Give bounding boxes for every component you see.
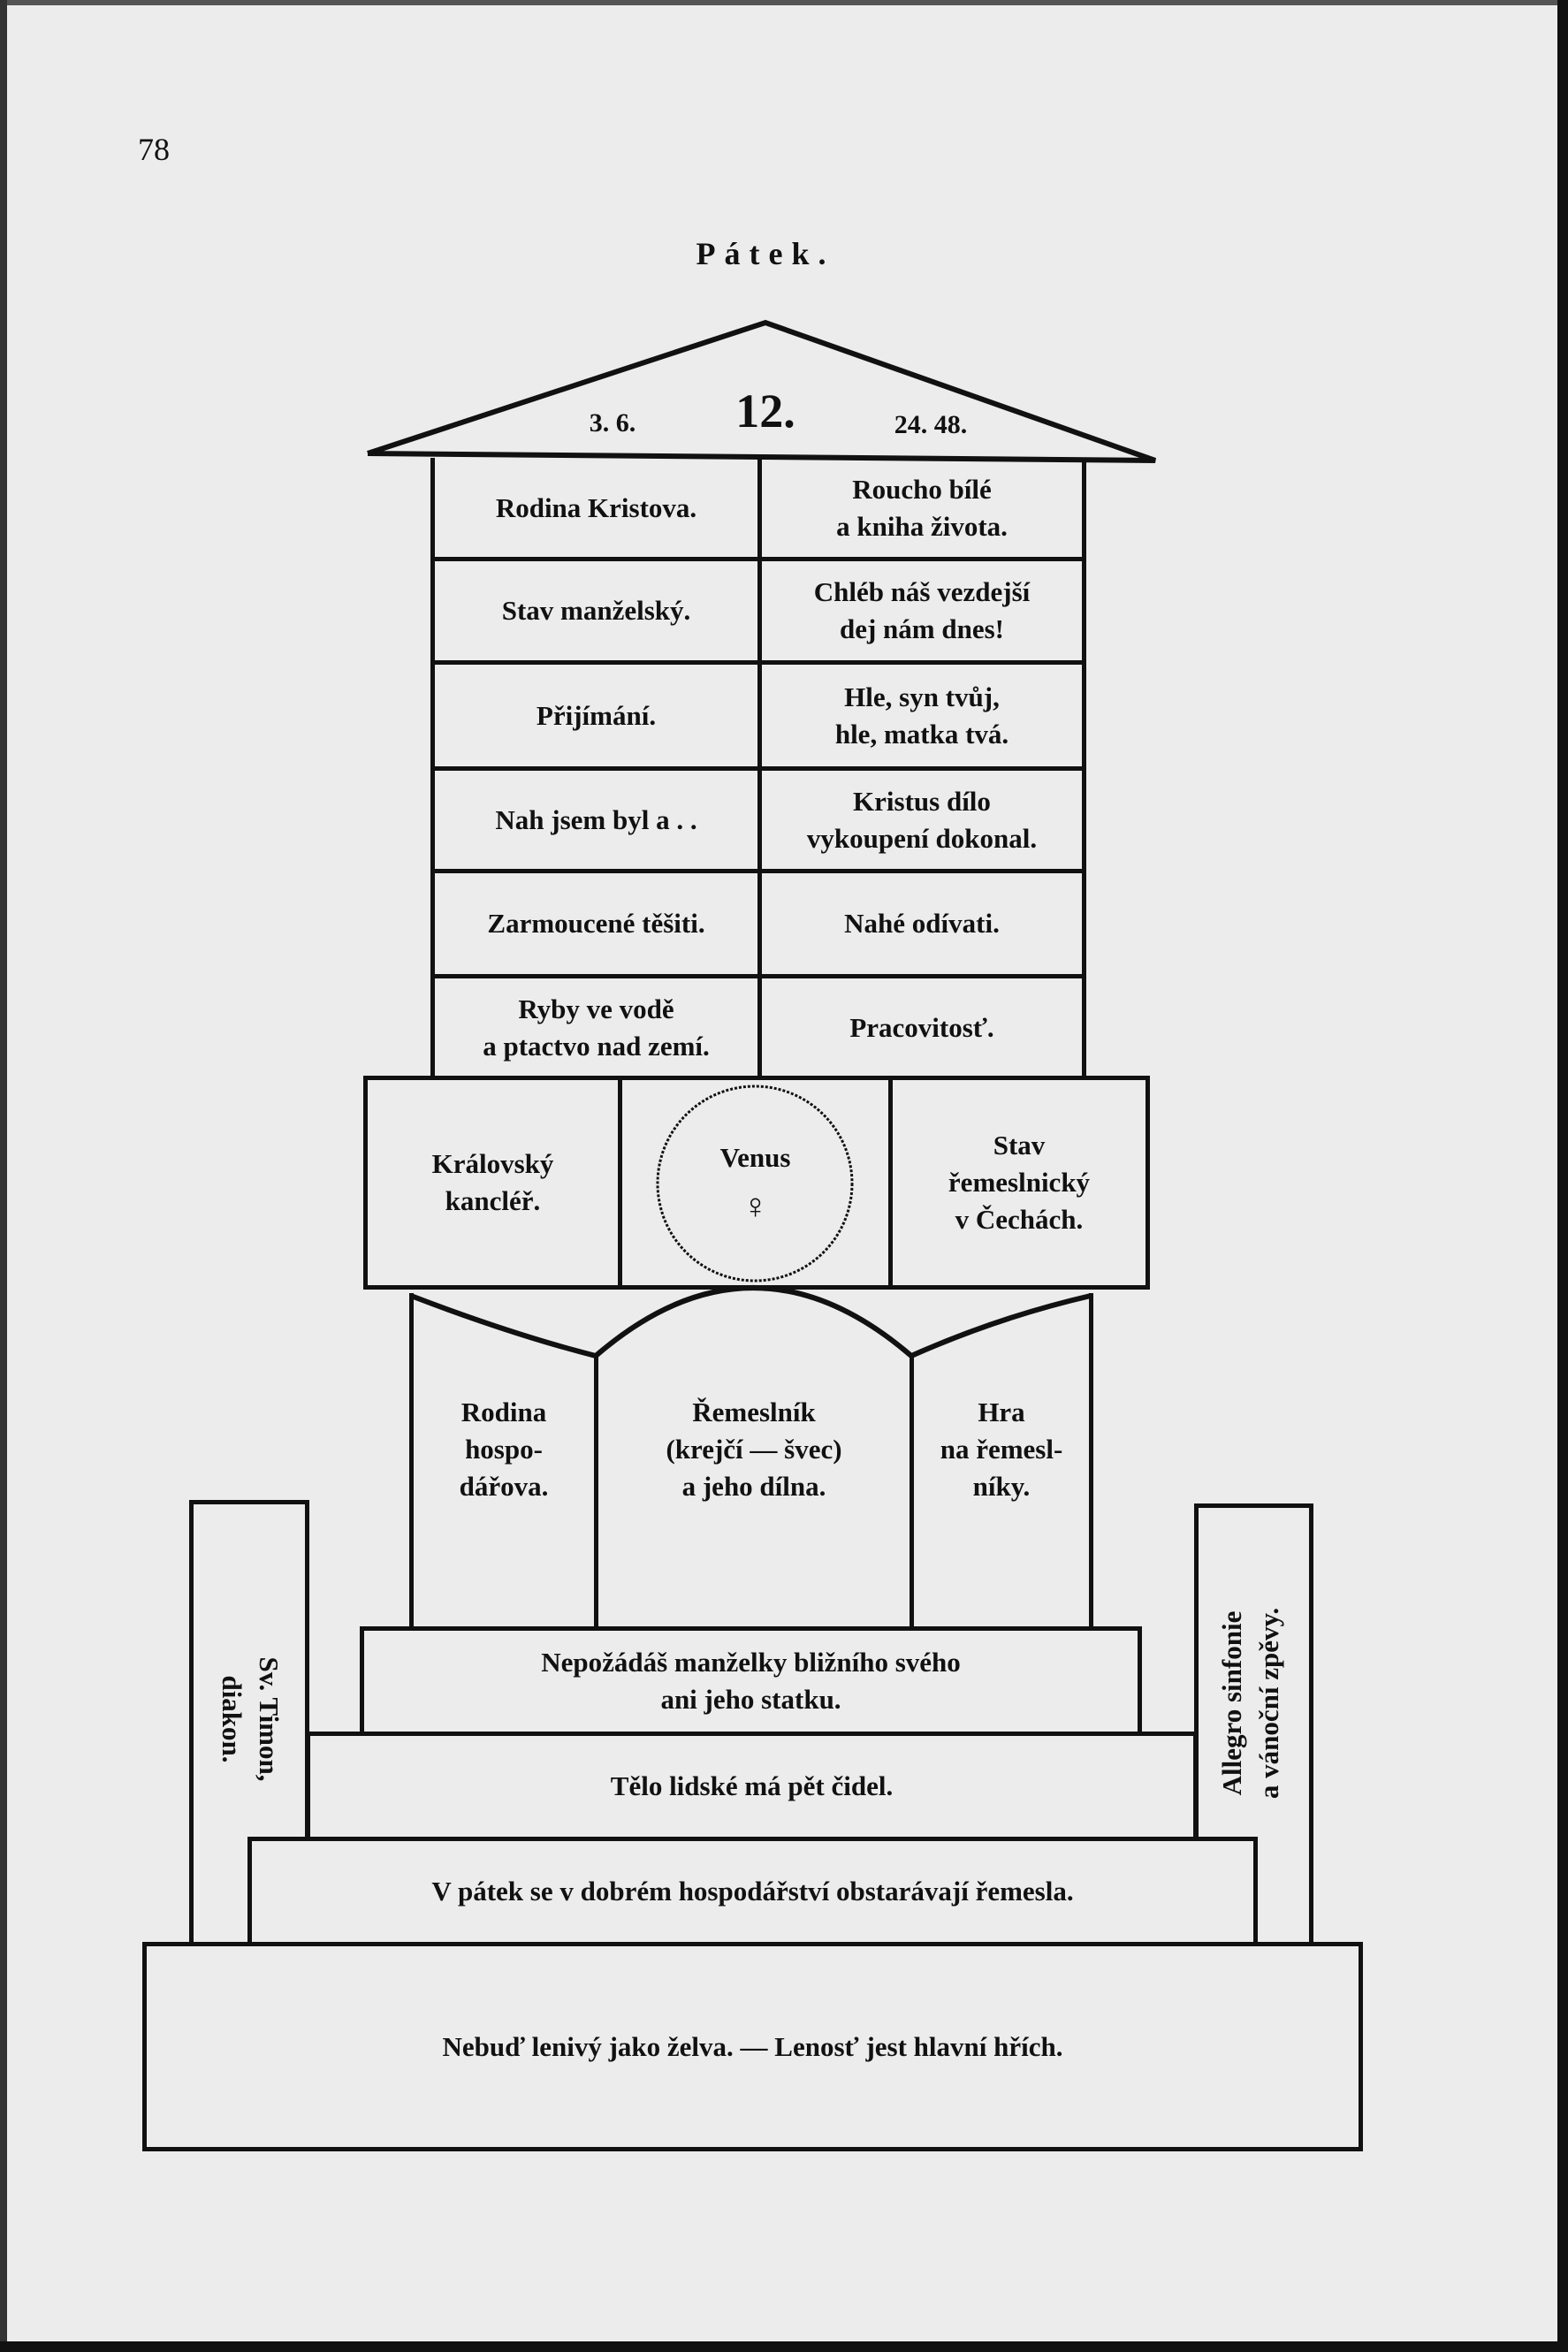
row-line [430,974,1086,978]
roof [367,319,1157,463]
table-cell: Rodina Kristova. [495,492,697,524]
arch-left-cell: Rodina hospo- dářova. [459,1397,549,1502]
arch-center [594,1285,913,1359]
middle-divider [618,1076,622,1290]
table-cell: Hle, syn tvůj, hle, matka tvá. [834,681,1009,750]
table-cell: Chléb náš vezdejší dej nám dnes! [813,576,1031,644]
row-line [430,660,1086,665]
middle-row-box [363,1076,1150,1290]
arch-right-cell: Hra na řemesl- níky. [940,1397,1063,1502]
step-2-text: Tělo lidské má pět čidel. [610,1770,894,1802]
table-cell: Přijímání. [536,699,657,731]
scan-edge-right [1557,0,1568,2352]
arch-divider [910,1356,914,1629]
arch-divider [594,1356,598,1629]
roof-left-numbers: 3. 6. [589,408,636,438]
base-step-text: Nebuď lenivý jako želva. — Lenosť jest h… [442,2030,1063,2062]
venus-label: Venus [719,1142,791,1174]
step-3-text: V pátek se v dobrém hospodářství obstará… [431,1876,1074,1907]
row-line [430,766,1086,771]
right-pillar-text: Allegro sinfonie a vánoční zpěvy. [1216,1607,1284,1800]
scan-edge-bottom [0,2341,1568,2352]
arch-left-wall [409,1293,414,1629]
scan-edge-top [0,0,1568,5]
row-line [430,869,1086,873]
middle-right-cell: Stav řemeslnický v Čechách. [948,1130,1091,1235]
middle-divider [888,1076,893,1290]
roof-right-numbers: 24. 48. [894,410,968,439]
step-2-top [306,1732,1198,1736]
table-cell: Ryby ve vodě a ptactvo nad zemí. [483,993,710,1062]
scan-edge-left [0,0,7,2352]
table-cell: Nahé odívati. [844,908,1000,940]
arch-center-cell: Řemeslník (krejčí — švec) a jeho dílna. [666,1397,842,1502]
table-cell: Pracovitosť. [849,1012,994,1044]
roof-center-number: 12. [735,384,795,438]
page-title: Pátek. [696,236,835,271]
middle-left-cell: Královský kancléř. [431,1148,554,1216]
page-number: 78 [138,132,170,167]
arch-right-wall [1089,1293,1093,1629]
arch-left [409,1293,597,1359]
left-pillar-text: Sv. Timon, diakon. [217,1656,285,1782]
step-1-text: Nepožádáš manželky bližního svého ani je… [541,1647,961,1715]
step-1 [360,1626,1142,1736]
row-line [430,557,1086,561]
base-step [142,1942,1363,2151]
venus-circle [656,1085,854,1283]
table-cell: Zarmoucené těšiti. [487,908,705,940]
venus-symbol-icon: ♀ [742,1186,769,1226]
table-cell: Nah jsem byl a . . [495,803,697,835]
arch-right [910,1293,1092,1359]
table-cell: Roucho bílé a kniha života. [836,474,1008,542]
table-cell: Stav manželský. [501,595,691,627]
table-cell: Kristus dílo vykoupení dokonal. [806,785,1038,854]
